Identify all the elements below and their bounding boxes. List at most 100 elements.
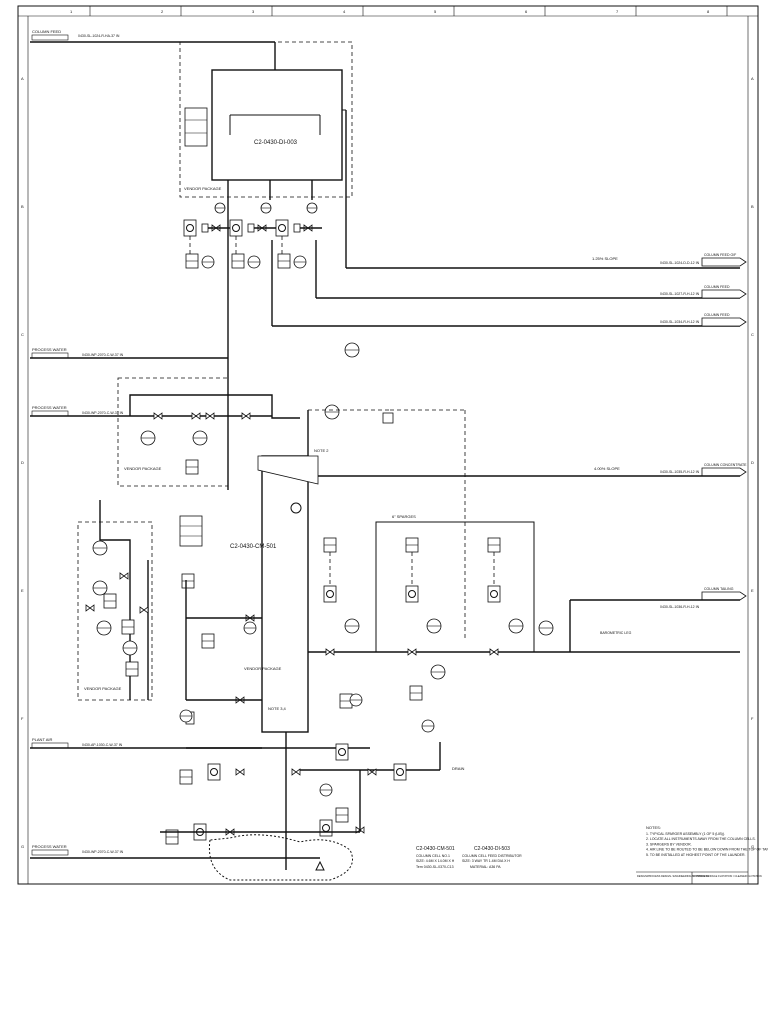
valve-symbol [191, 412, 201, 420]
vendor-package-label-4: VENDOR PACKAGE [244, 666, 282, 671]
valve-symbol [205, 412, 215, 420]
column-launder [257, 455, 319, 485]
feed-out-1-line-no: 0430-SL-1024-D-D-12 IN [660, 261, 700, 265]
offpage-connector-arrow [701, 591, 747, 601]
distributor-info-block [184, 107, 208, 147]
pipe-fitting [247, 223, 255, 233]
valve-symbol [119, 572, 129, 580]
note-item: 5. TO BE INSTALLED AT HIGHEST POINT OF T… [646, 853, 745, 857]
distributor-title-tag: C2-0430-DI-503 [474, 846, 510, 852]
note-4-label: NOTE 3,4 [268, 706, 287, 711]
process-water-1-line-no: 0430-WP-2070-C-W-37 IN [82, 353, 124, 357]
grid-row-label: G [21, 844, 24, 849]
valve-symbol [139, 606, 149, 614]
grid-row-label: C [21, 332, 24, 337]
notes-heading: NOTES: [646, 825, 661, 830]
offpage-connector-label: COLUMN FEED [704, 313, 730, 317]
plant-air-line-no: 0430-AP-1030-C-W-37 IN [82, 743, 123, 747]
flow-element-circle [338, 748, 346, 756]
column-info-block [179, 515, 203, 547]
flow-element-circle [278, 224, 286, 232]
water-vendor-package-boundary [117, 377, 229, 487]
sparger-frame [375, 521, 535, 653]
column-tag: C2-0430-CM-501 [230, 544, 277, 550]
note-2-label: NOTE 2 [314, 448, 329, 453]
valve-symbol [407, 648, 417, 656]
vendor-package-label-1: VENDOR PACKAGE [184, 186, 222, 191]
sheet-border [17, 5, 759, 885]
grid-row-label: D [751, 460, 754, 465]
offpage-connector-label: COLUMN CONCENTRATE [704, 463, 747, 467]
offpage-connector-label: COLUMN FEED [704, 285, 730, 289]
grid-column-label: 3 [252, 9, 255, 14]
process-water-1-label: PROCESS WATER [32, 347, 67, 352]
flow-element-circle [396, 768, 404, 776]
air-instrument-bubbles [85, 540, 255, 725]
sparger-instrument-trains [323, 537, 554, 680]
grid-column-label: 8 [707, 9, 710, 14]
grid-column-label: 7 [616, 9, 619, 14]
flow-element [393, 763, 407, 781]
grid-row-label: F [21, 716, 24, 721]
column-title-size: SIZE: 4.6M X 14.0M X H [416, 859, 455, 863]
flow-element [319, 819, 333, 837]
drain-label: DRAIN [452, 766, 465, 771]
flow-element [275, 219, 289, 237]
process-water-3-label: PROCESS WATER [32, 844, 67, 849]
concentrate-line-no: 0430-SL-1035-R-H-12 IN [660, 470, 700, 474]
notes-list: 1. TYPICAL SPARGER ASSEMBLY (1 OF 5 (LIB… [646, 832, 768, 857]
barometric-label: BAROMETRIC LEG [600, 631, 632, 635]
grid-row-label: G [751, 844, 754, 849]
water-instrument-bubbles [140, 342, 394, 475]
slope-label-1: 1.25% SLOPE [592, 256, 618, 261]
grid-column-label: 2 [161, 9, 164, 14]
process-water-3-tag-box [31, 849, 69, 856]
tailing-line-no: 0430-SL-1036-R-H-12 IN [660, 605, 700, 609]
flow-element-circle [490, 590, 498, 598]
offpage-connector-arrow [701, 317, 747, 327]
note-item: 2. LOCATE ALL INSTRUMENTS AWAY FROM THE … [646, 837, 756, 841]
process-water-3-line-no: 0430-WP-2070-C-W-37 IN [82, 850, 124, 854]
flow-element [323, 585, 337, 603]
spargers-label: 6" SPARGES [392, 514, 416, 519]
column-title-tag: C2-0430-CM-501 [416, 846, 455, 852]
offpage-connector-label: COLUMN TAILING [704, 587, 734, 591]
distributor-valve-trains [183, 202, 322, 269]
grid-row-label: F [751, 716, 754, 721]
flow-element-circle [232, 224, 240, 232]
valve-symbol [85, 604, 95, 612]
process-water-2-tag-box [31, 410, 69, 417]
feed-out-3-line-no: 0430-SL-1034-R-H-12 IN [660, 320, 700, 324]
water-header-upper [129, 394, 300, 419]
plant-air-tag-box [31, 742, 69, 749]
column-title-sub: Tern 0430-SL-0370-C13 [416, 865, 454, 869]
flow-element-circle [326, 590, 334, 598]
flow-element [405, 585, 419, 603]
right-offpage-connectors: COLUMN FEED O/F COLUMN FEED COLUMN FEED COL… [701, 253, 747, 601]
flow-element-circle [210, 768, 218, 776]
distributor-title: COLUMN CELL FEED DISTRIBUTOR [462, 854, 522, 858]
column-feed-tag-box [31, 34, 69, 41]
column-feed-label: COLUMN FEED [32, 29, 61, 34]
offpage-connector-arrow [701, 467, 747, 477]
flow-element [487, 585, 501, 603]
note-item: 4. AIR LINE TO BE ROUTED TO BE BELOW DOW… [646, 848, 768, 852]
offpage-connector-arrow [701, 289, 747, 299]
grid-column-label: 4 [343, 9, 346, 14]
distributor-title-material: MATERIAL: A36 PA [470, 865, 501, 869]
flow-element [229, 219, 243, 237]
distributor-vessel [211, 69, 343, 181]
plant-air-label: PLANT AIR [32, 737, 52, 742]
grid-row-label: A [21, 76, 24, 81]
pipe-fitting [201, 223, 209, 233]
title-block-right: CONTROL MODULE FLOTATION / CLEANER FLOTA… [693, 874, 762, 878]
valve-symbol [241, 412, 251, 420]
control-valve-box [382, 412, 394, 424]
offpage-connector-label: COLUMN FEED O/F [704, 253, 736, 257]
note-item: 1. TYPICAL SPARGER ASSEMBLY (1 OF 5 (LIB… [646, 832, 725, 836]
grid-row-label: A [751, 76, 754, 81]
grid-row-label: B [21, 204, 24, 209]
